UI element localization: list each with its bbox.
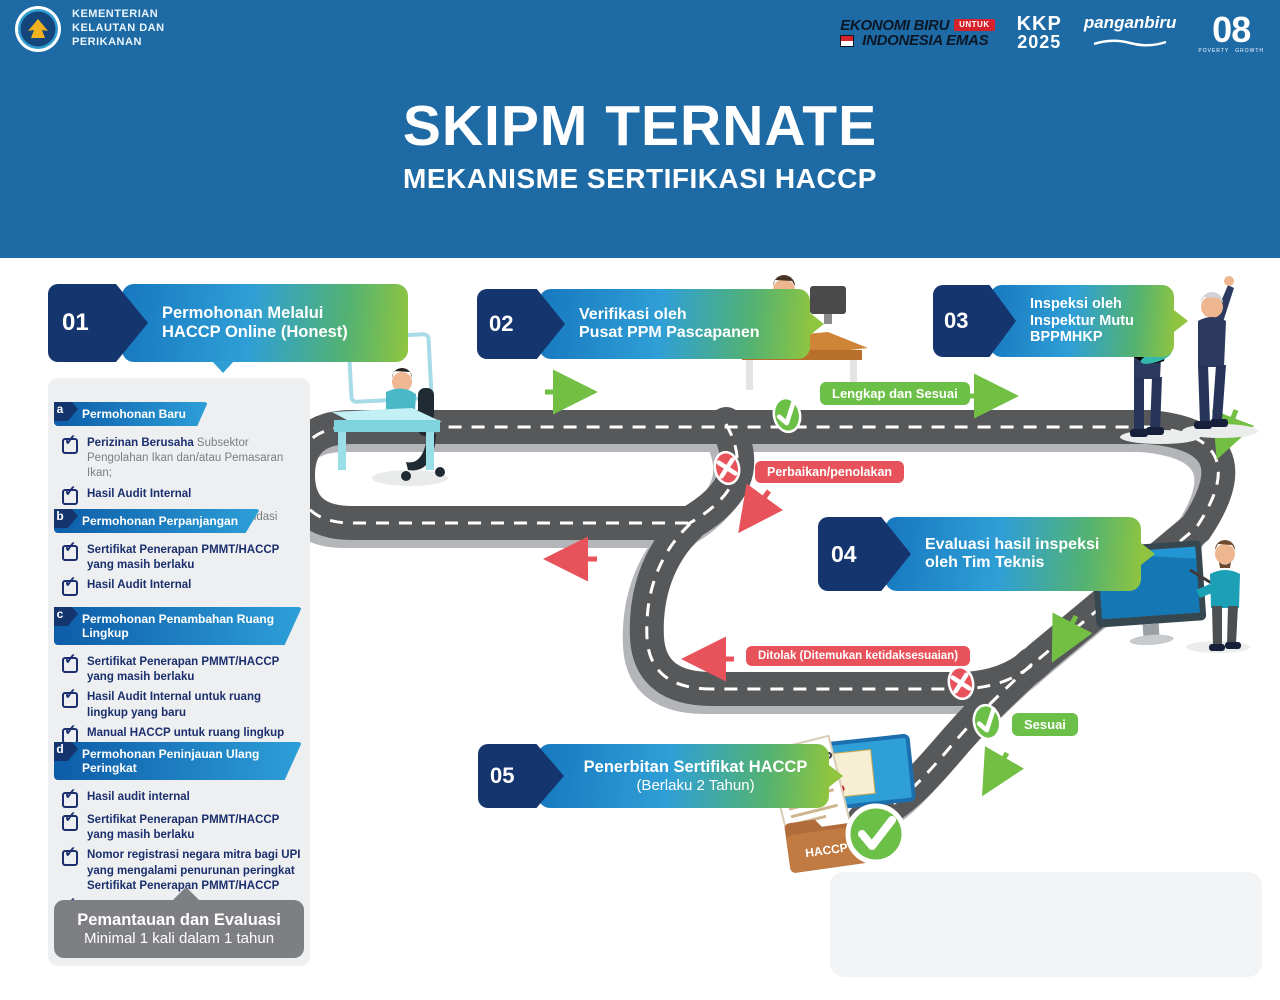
- applicant-at-computer-illustration: [332, 332, 448, 486]
- pointer-tip: [829, 765, 843, 787]
- status-pill-sesuai: Sesuai: [1012, 713, 1078, 736]
- requirement-item: Hasil Audit Internal untuk ruang lingkup…: [62, 685, 302, 720]
- ministry-logo: KEMENTERIAN KELAUTAN DAN PERIKANAN: [14, 5, 165, 53]
- page-subtitle: MEKANISME SERTIFIKASI HACCP: [403, 163, 877, 194]
- requirements-panel: a Permohonan Baru Perizinan Berusaha Sub…: [48, 378, 310, 966]
- pointer-tip: [810, 313, 824, 335]
- flag-icon: [840, 34, 855, 47]
- checkbox-icon: [62, 808, 78, 831]
- step-5-badge: 05 Penerbitan Sertifikat HACCP(Berlaku 2…: [478, 744, 843, 808]
- requirement-item: Hasil audit internal: [62, 785, 302, 808]
- pointer-notch: [212, 361, 234, 373]
- section-header: a Permohonan Baru: [54, 402, 209, 426]
- reject-badge-icon: [947, 665, 975, 701]
- green-arrow-down-icon: [982, 746, 1024, 797]
- page-title: SKIPM TERNATE: [402, 94, 878, 158]
- red-arrow-down-icon: [738, 483, 783, 534]
- big-check-badge-icon: [845, 803, 907, 865]
- green-arrow-down-icon: [1051, 612, 1093, 663]
- status-pill-lengkap: Lengkap dan Sesuai: [820, 382, 970, 405]
- header-band: KEMENTERIAN KELAUTAN DAN PERIKANAN EKONO…: [0, 0, 1280, 258]
- evaluator-with-screen-illustration: [1091, 540, 1250, 653]
- requirement-item: Nomor registrasi negara mitra bagi UPI y…: [62, 843, 302, 894]
- checkbox-icon: [62, 482, 78, 505]
- req-section-b: b Permohonan Perpanjangan Sertifikat Pen…: [54, 509, 302, 597]
- untuk-badge: UNTUK: [954, 19, 995, 32]
- checkbox-icon: [62, 685, 78, 709]
- checkbox-icon: [62, 785, 78, 808]
- status-pill-perbaikan: Perbaikan/penolakan: [755, 461, 905, 483]
- checkbox-icon: [62, 431, 78, 454]
- requirement-item: Hasil Audit Internal: [62, 482, 302, 505]
- check-badge-icon: [772, 396, 802, 434]
- section-header: c Permohonan Penambahan Ruang Lingkup: [54, 607, 302, 645]
- reject-badge-icon: [713, 450, 741, 486]
- requirement-item: Sertifikat Penerapan PMMT/HACCP yang mas…: [62, 808, 302, 843]
- requirement-item: Hasil Audit Internal: [62, 573, 302, 597]
- requirement-item: Perizinan Berusaha Subsektor Pengolahan …: [62, 431, 302, 482]
- section-key-badge: a: [54, 402, 78, 421]
- page-title-block: SKIPM TERNATE MEKANISME SERTIFIKASI HACC…: [0, 98, 1280, 195]
- section-header: b Permohonan Perpanjangan: [54, 509, 261, 533]
- section-key-badge: c: [54, 607, 78, 626]
- panganbiru-logo: panganbiru: [1084, 13, 1176, 53]
- check-badge-icon: [972, 703, 1002, 741]
- kkp-2025-logo: KKP 2025: [1016, 12, 1062, 52]
- req-section-c: c Permohonan Penambahan Ruang Lingkup Se…: [54, 607, 302, 756]
- requirement-item: Sertifikat Penerapan PMMT/HACCP yang mas…: [62, 538, 302, 573]
- checkbox-icon: [62, 650, 78, 673]
- requirement-item: Sertifikat Penerapan PMMT/HACCP yang mas…: [62, 650, 302, 685]
- wave-icon: [1093, 39, 1167, 47]
- svg-text:HACCP: HACCP: [804, 840, 848, 860]
- ministry-name: KEMENTERIAN KELAUTAN DAN PERIKANAN: [72, 8, 165, 48]
- section-header: d Permohonan Peninjauan Ulang Peringkat: [54, 742, 302, 780]
- checkbox-icon: [62, 538, 78, 561]
- service-info-panel: 10 Hari Kerja (Setelah Dokumen Dinyataka…: [830, 872, 1262, 977]
- step-number: 01: [48, 284, 148, 362]
- step-label: Penerbitan Sertifikat HACCP(Berlaku 2 Ta…: [538, 744, 843, 808]
- pointer-tip: [1174, 310, 1188, 332]
- checkbox-icon: [62, 843, 78, 867]
- pointer-tip: [1141, 543, 1155, 565]
- status-pill-ditolak: Ditolak (Ditemukan ketidaksesuaian): [746, 646, 971, 666]
- garuda-emblem-icon: [15, 6, 61, 52]
- checkbox-icon: [62, 573, 78, 597]
- monitoring-note: Pemantauan dan Evaluasi Minimal 1 kali d…: [54, 887, 304, 958]
